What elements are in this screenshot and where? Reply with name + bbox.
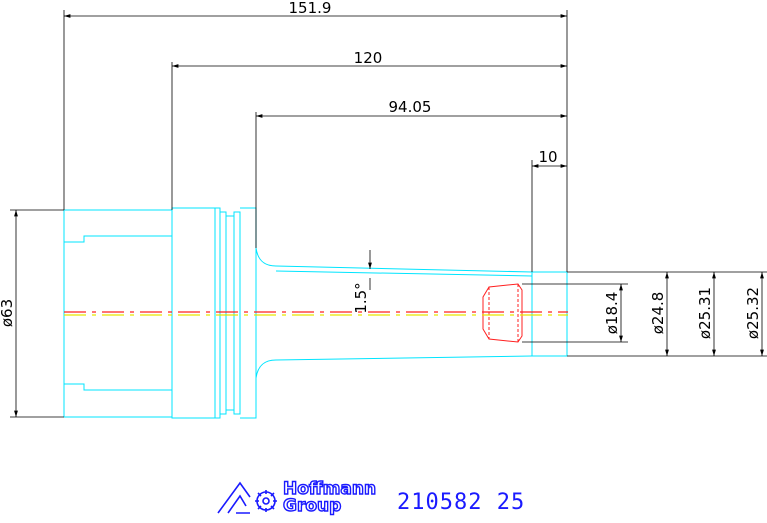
collet-bore-hidden [482, 283, 523, 343]
dim-dia-63: ø63 [0, 299, 16, 327]
dim-length-10: 10 [538, 148, 557, 166]
dim-length-94: 94.05 [389, 98, 432, 116]
part-number: 210582 25 [397, 490, 526, 515]
dimension-lines [14, 14, 764, 417]
extension-lines [10, 10, 767, 418]
brand-wordmark: Hoffmann Group [282, 479, 377, 516]
brand-line1: Hoffmann [282, 479, 377, 499]
dim-length-120: 120 [354, 49, 383, 67]
hoffmann-logo-icon [217, 481, 277, 514]
brand-line2: Group [282, 496, 342, 516]
dim-taper-angle: 1.5° [352, 282, 370, 313]
centerline [64, 311, 568, 316]
dim-dia-18-4: ø18.4 [603, 292, 621, 335]
tool-holder-outline [63, 207, 568, 419]
dim-dia-24-8: ø24.8 [649, 292, 667, 335]
dim-dia-25-31: ø25.31 [696, 287, 714, 339]
dim-dia-25-32: ø25.32 [744, 287, 762, 339]
dim-overall-length: 151.9 [289, 0, 332, 17]
